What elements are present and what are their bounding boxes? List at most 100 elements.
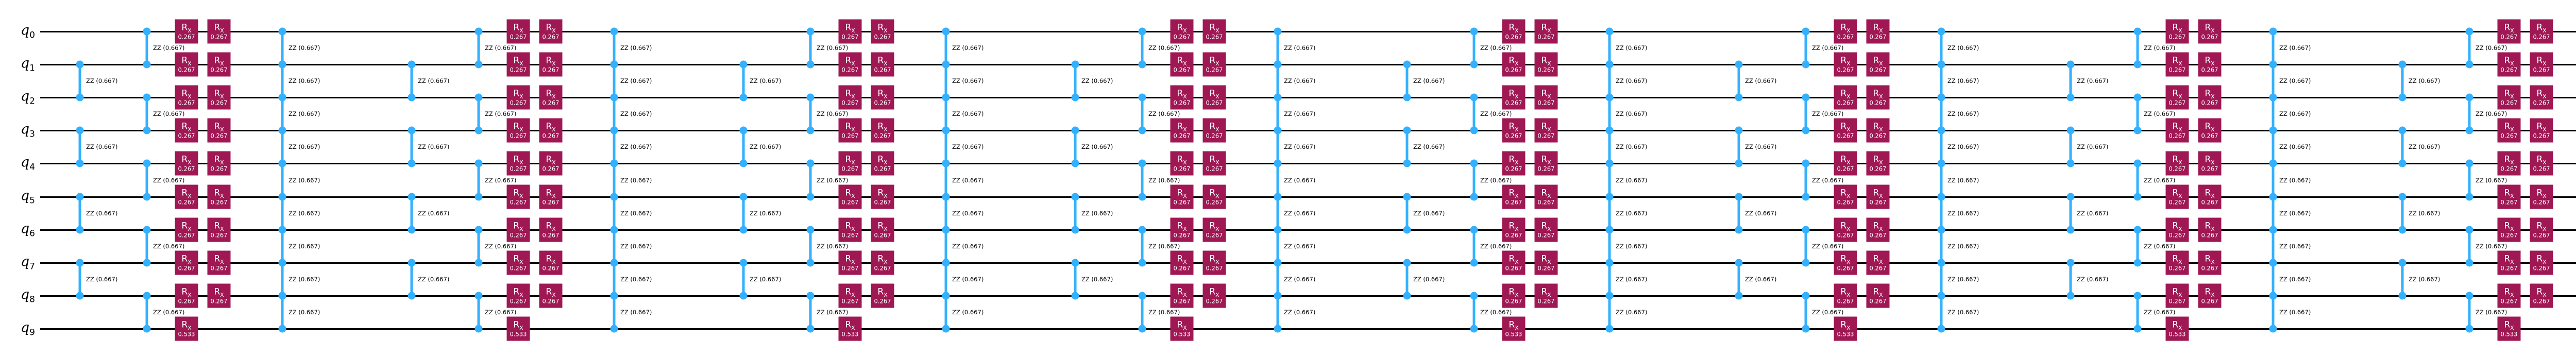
- zz-gate-node-top[interactable]: [76, 126, 84, 134]
- zz-gate-node-bottom[interactable]: [474, 60, 483, 69]
- zz-gate-node-top[interactable]: [1470, 93, 1478, 102]
- zz-gate-link[interactable]: [1608, 97, 1611, 130]
- zz-gate-node-top[interactable]: [942, 27, 950, 36]
- zz-gate-node-top[interactable]: [408, 60, 416, 69]
- zz-gate-node-bottom[interactable]: [2398, 159, 2406, 167]
- zz-gate-link[interactable]: [2468, 97, 2471, 130]
- zz-gate-link[interactable]: [2272, 130, 2275, 163]
- zz-gate-node-top[interactable]: [278, 193, 286, 201]
- zz-gate-node-bottom[interactable]: [1470, 259, 1478, 267]
- zz-gate-node-top[interactable]: [1937, 60, 1945, 69]
- zz-gate-node-bottom[interactable]: [942, 292, 950, 300]
- zz-gate-node-top[interactable]: [1138, 93, 1146, 102]
- zz-gate-node-bottom[interactable]: [739, 292, 748, 300]
- zz-gate-link[interactable]: [1804, 230, 1807, 263]
- zz-gate-link[interactable]: [1472, 230, 1476, 263]
- zz-gate-node-bottom[interactable]: [2465, 60, 2473, 69]
- zz-gate-link[interactable]: [613, 197, 616, 230]
- zz-gate-link[interactable]: [1276, 130, 1279, 163]
- zz-gate-node-top[interactable]: [1937, 193, 1945, 201]
- zz-gate-link[interactable]: [281, 230, 284, 263]
- zz-gate-node-top[interactable]: [739, 60, 748, 69]
- zz-gate-link[interactable]: [1141, 296, 1144, 329]
- zz-gate-node-top[interactable]: [942, 193, 950, 201]
- zz-gate-node-top[interactable]: [76, 193, 84, 201]
- zz-gate-node-top[interactable]: [739, 193, 748, 201]
- zz-gate-link[interactable]: [281, 163, 284, 197]
- zz-gate-link[interactable]: [2136, 163, 2139, 197]
- zz-gate-node-bottom[interactable]: [2465, 193, 2473, 201]
- zz-gate-node-bottom[interactable]: [1403, 159, 1411, 167]
- zz-gate-node-top[interactable]: [1274, 126, 1282, 134]
- zz-gate-link[interactable]: [809, 230, 812, 263]
- zz-gate-link[interactable]: [1737, 64, 1740, 97]
- zz-gate-link[interactable]: [1940, 64, 1943, 97]
- zz-gate-link[interactable]: [613, 31, 616, 64]
- zz-gate-link[interactable]: [944, 197, 947, 230]
- zz-gate-node-bottom[interactable]: [2133, 325, 2142, 333]
- zz-gate-node-bottom[interactable]: [1138, 60, 1146, 69]
- zz-gate-link[interactable]: [1608, 296, 1611, 329]
- zz-gate-node-bottom[interactable]: [278, 93, 286, 102]
- zz-gate-link[interactable]: [477, 230, 480, 263]
- zz-gate-link[interactable]: [2468, 31, 2471, 64]
- zz-gate-link[interactable]: [1940, 163, 1943, 197]
- zz-gate-node-top[interactable]: [2398, 193, 2406, 201]
- zz-gate-link[interactable]: [613, 130, 616, 163]
- zz-gate-node-top[interactable]: [1802, 292, 1810, 300]
- zz-gate-link[interactable]: [1276, 263, 1279, 296]
- zz-gate-node-bottom[interactable]: [278, 292, 286, 300]
- zz-gate-node-bottom[interactable]: [942, 226, 950, 234]
- zz-gate-link[interactable]: [281, 263, 284, 296]
- zz-gate-node-bottom[interactable]: [1937, 325, 1945, 333]
- zz-gate-node-bottom[interactable]: [2269, 93, 2277, 102]
- zz-gate-node-bottom[interactable]: [942, 93, 950, 102]
- zz-gate-node-top[interactable]: [2398, 60, 2406, 69]
- zz-gate-link[interactable]: [2401, 130, 2404, 163]
- zz-gate-node-top[interactable]: [1470, 292, 1478, 300]
- zz-gate-node-top[interactable]: [76, 60, 84, 69]
- zz-gate-link[interactable]: [281, 130, 284, 163]
- zz-gate-link[interactable]: [410, 130, 413, 163]
- zz-gate-link[interactable]: [944, 296, 947, 329]
- zz-gate-node-bottom[interactable]: [2133, 193, 2142, 201]
- zz-gate-node-bottom[interactable]: [806, 259, 815, 267]
- zz-gate-node-bottom[interactable]: [408, 93, 416, 102]
- zz-gate-node-top[interactable]: [610, 60, 618, 69]
- zz-gate-node-top[interactable]: [806, 93, 815, 102]
- zz-gate-link[interactable]: [944, 263, 947, 296]
- zz-gate-node-bottom[interactable]: [408, 159, 416, 167]
- zz-gate-node-top[interactable]: [1403, 259, 1411, 267]
- zz-gate-node-bottom[interactable]: [2465, 325, 2473, 333]
- zz-gate-link[interactable]: [944, 163, 947, 197]
- zz-gate-node-bottom[interactable]: [806, 325, 815, 333]
- zz-gate-link[interactable]: [1074, 64, 1077, 97]
- zz-gate-node-top[interactable]: [1403, 193, 1411, 201]
- zz-gate-node-top[interactable]: [408, 259, 416, 267]
- zz-gate-node-bottom[interactable]: [1937, 292, 1945, 300]
- zz-gate-node-bottom[interactable]: [1802, 259, 1810, 267]
- zz-gate-node-bottom[interactable]: [1470, 60, 1478, 69]
- zz-gate-node-bottom[interactable]: [143, 60, 151, 69]
- zz-gate-link[interactable]: [2272, 296, 2275, 329]
